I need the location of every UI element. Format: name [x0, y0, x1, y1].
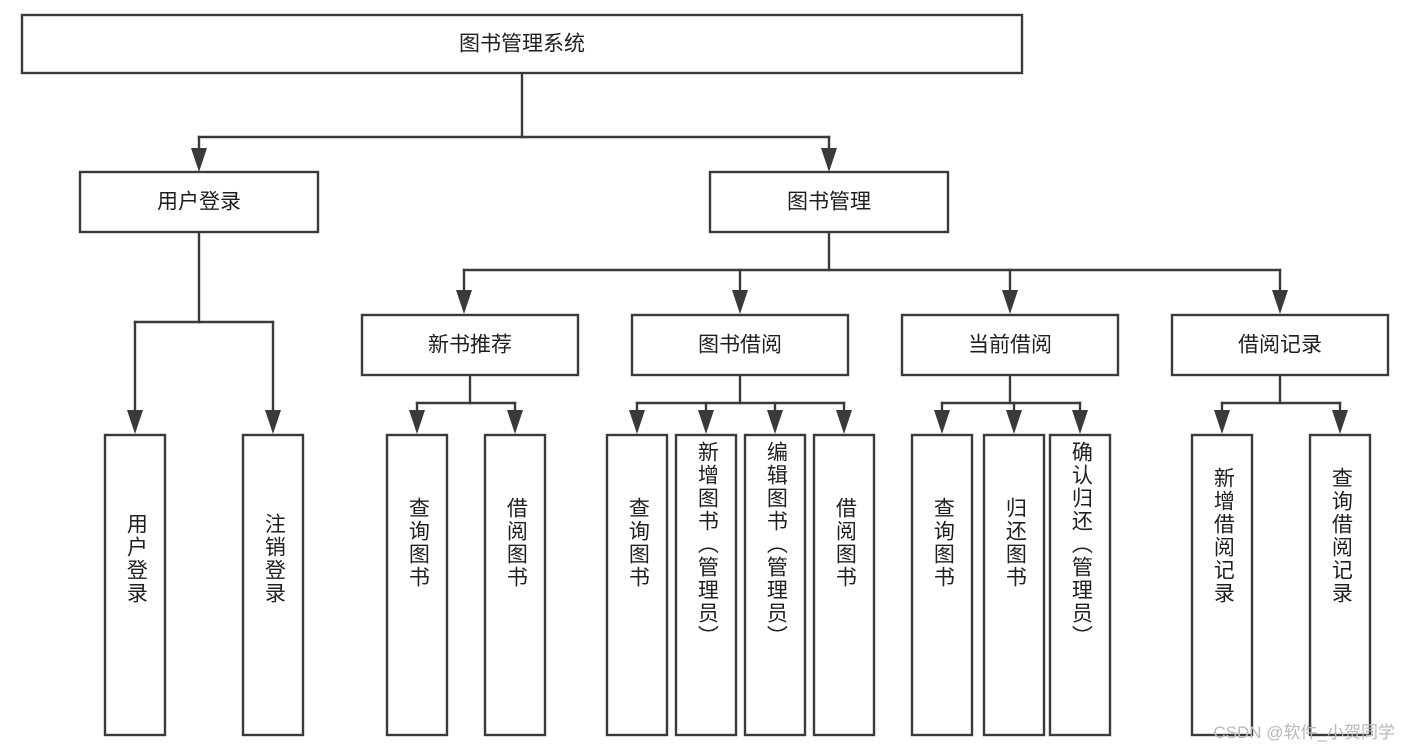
node-current-borrow-box[interactable] — [900, 313, 1120, 377]
connector-group-current-borrow — [934, 373, 1088, 434]
node-current-borrow-label: 当前借阅 — [968, 334, 1052, 357]
arrow-user-login-leaf1-icon — [127, 410, 143, 434]
node-book-borrow-box[interactable] — [630, 313, 850, 377]
node-leaf-query-record-box[interactable] — [1308, 433, 1372, 737]
node-new-book-rec-label: 新书推荐 — [428, 334, 512, 357]
arrow-to-book-borrow-icon — [732, 290, 748, 314]
arrow-root-to-book-manage-icon — [821, 148, 837, 172]
connector-group-borrow-record — [1214, 373, 1348, 434]
node-book-manage-label: 图书管理 — [787, 191, 871, 214]
node-new-book-rec[interactable]: 新书推荐 — [360, 313, 580, 377]
node-user-login-label: 用户登录 — [157, 191, 241, 214]
node-leaf-edit-book-box[interactable] — [743, 433, 807, 737]
node-leaf-add-book-box[interactable] — [674, 433, 738, 737]
node-leaf-query-book-2-box[interactable] — [605, 433, 669, 737]
arrow-root-to-user-login-icon — [191, 148, 207, 172]
node-leaf-borrow-book-1-box[interactable] — [483, 433, 547, 737]
node-root[interactable]: 图书管理系统 — [20, 13, 1024, 75]
node-leaf-confirm-return-box[interactable] — [1048, 433, 1112, 737]
node-book-manage-box[interactable] — [708, 170, 950, 234]
arrow-to-borrow-record-icon — [1272, 290, 1288, 314]
node-borrow-record[interactable]: 借阅记录 — [1170, 313, 1390, 377]
arrow-book-borrow-leaf3-icon — [767, 410, 783, 434]
arrow-current-borrow-leaf3-icon — [1072, 410, 1088, 434]
node-borrow-record-label: 借阅记录 — [1238, 334, 1322, 357]
node-book-borrow[interactable]: 图书借阅 — [630, 313, 850, 377]
arrow-to-current-borrow-icon — [1002, 290, 1018, 314]
connector-group-book-manage — [456, 230, 1288, 314]
arrow-new-book-rec-leaf2-icon — [507, 410, 523, 434]
node-current-borrow[interactable]: 当前借阅 — [900, 313, 1120, 377]
node-borrow-record-box[interactable] — [1170, 313, 1390, 377]
arrow-book-borrow-leaf4-icon — [836, 410, 852, 434]
arrow-user-login-leaf2-icon — [265, 410, 281, 434]
arrow-to-new-book-rec-icon — [456, 290, 472, 314]
node-leaf-logout-box[interactable] — [241, 433, 305, 737]
node-root-label: 图书管理系统 — [459, 33, 585, 56]
node-leaf-borrow-book-2-box[interactable] — [812, 433, 876, 737]
node-root-box[interactable] — [20, 13, 1024, 75]
node-new-book-rec-box[interactable] — [360, 313, 580, 377]
arrow-borrow-record-leaf1-icon — [1214, 410, 1230, 434]
csdn-watermark: CSDN @软件_小贺同学 — [1213, 723, 1395, 742]
arrow-book-borrow-leaf2-icon — [698, 410, 714, 434]
connector-group-user-login — [127, 230, 281, 434]
node-user-login-box[interactable] — [78, 170, 320, 234]
connector-group-book-borrow — [629, 373, 852, 434]
arrow-book-borrow-leaf1-icon — [629, 410, 645, 434]
arrow-borrow-record-leaf2-icon — [1332, 410, 1348, 434]
connector-group-new-book-rec — [409, 373, 523, 434]
node-leaf-add-record-box[interactable] — [1190, 433, 1254, 737]
node-user-login[interactable]: 用户登录 — [78, 170, 320, 234]
node-leaf-query-book-3-box[interactable] — [910, 433, 974, 737]
arrow-current-borrow-leaf1-icon — [934, 410, 950, 434]
node-book-manage[interactable]: 图书管理 — [708, 170, 950, 234]
node-leaf-query-book-1-box[interactable] — [385, 433, 449, 737]
connector-group-root — [191, 71, 837, 172]
arrow-new-book-rec-leaf1-icon — [409, 410, 425, 434]
node-leaf-return-book-box[interactable] — [982, 433, 1046, 737]
arrow-current-borrow-leaf2-icon — [1006, 410, 1022, 434]
node-leaf-user-login-box[interactable] — [103, 433, 167, 737]
node-book-borrow-label: 图书借阅 — [698, 334, 782, 357]
